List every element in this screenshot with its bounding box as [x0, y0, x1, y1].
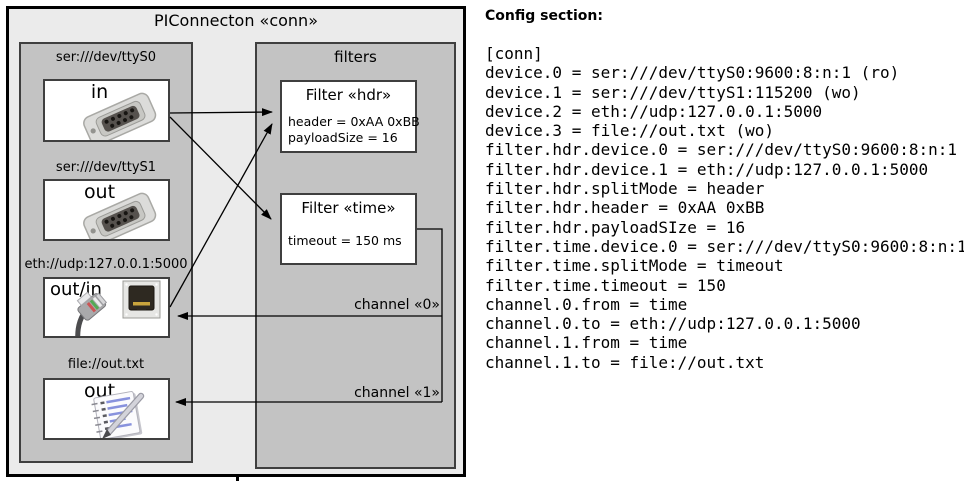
device-url-ttys0: ser:///dev/ttyS0 [55, 50, 157, 65]
config-heading: Config section: [485, 8, 603, 24]
filter-box-time: Filter «time» timeout = 150 ms [280, 193, 417, 265]
filter-title: Filter «time» [301, 199, 396, 217]
filter-attr: payloadSize = 16 [288, 130, 398, 145]
filter-box-hdr: Filter «hdr» header = 0xAA 0xBB payloadS… [280, 80, 420, 153]
device-box-eth: out/in [43, 277, 170, 338]
filter-attr: timeout = 150 ms [288, 233, 402, 248]
diagram-title: PIConnecton «conn» [154, 11, 318, 30]
device-box-ttys1: out [43, 179, 170, 241]
channel-0-label: channel «0» [354, 297, 440, 313]
device-box-file: out [43, 378, 170, 440]
filters-panel: filters Filter «hdr» header = 0xAA 0xBB … [255, 42, 456, 469]
ethernet-connector-icon [75, 280, 161, 336]
config-text: [conn] device.0 = ser:///dev/ttyS0:9600:… [485, 44, 964, 372]
devices-panel: ser:///dev/ttyS0 in [19, 42, 193, 463]
serial-connector-icon [83, 92, 157, 140]
filter-title: Filter «hdr» [305, 86, 392, 104]
tick-mark [236, 474, 239, 481]
filter-attr: header = 0xAA 0xBB [288, 114, 420, 129]
notepad-icon [91, 391, 145, 438]
channel-1-label: channel «1» [354, 385, 440, 401]
device-url-eth: eth://udp:127.0.0.1:5000 [24, 257, 188, 272]
device-url-file: file://out.txt [67, 357, 145, 372]
filters-panel-title: filters [334, 48, 377, 66]
device-direction-label: in [90, 81, 109, 103]
config-section: Config section: [conn] device.0 = ser://… [485, 8, 964, 372]
device-direction-label: out [83, 181, 116, 203]
serial-connector-icon [83, 192, 157, 239]
device-url-ttys1: ser:///dev/ttyS1 [55, 160, 157, 175]
piconnector-diagram: PIConnecton «conn» ser:///dev/ttyS0 in [6, 6, 466, 477]
device-box-ttys0: in [43, 79, 170, 142]
